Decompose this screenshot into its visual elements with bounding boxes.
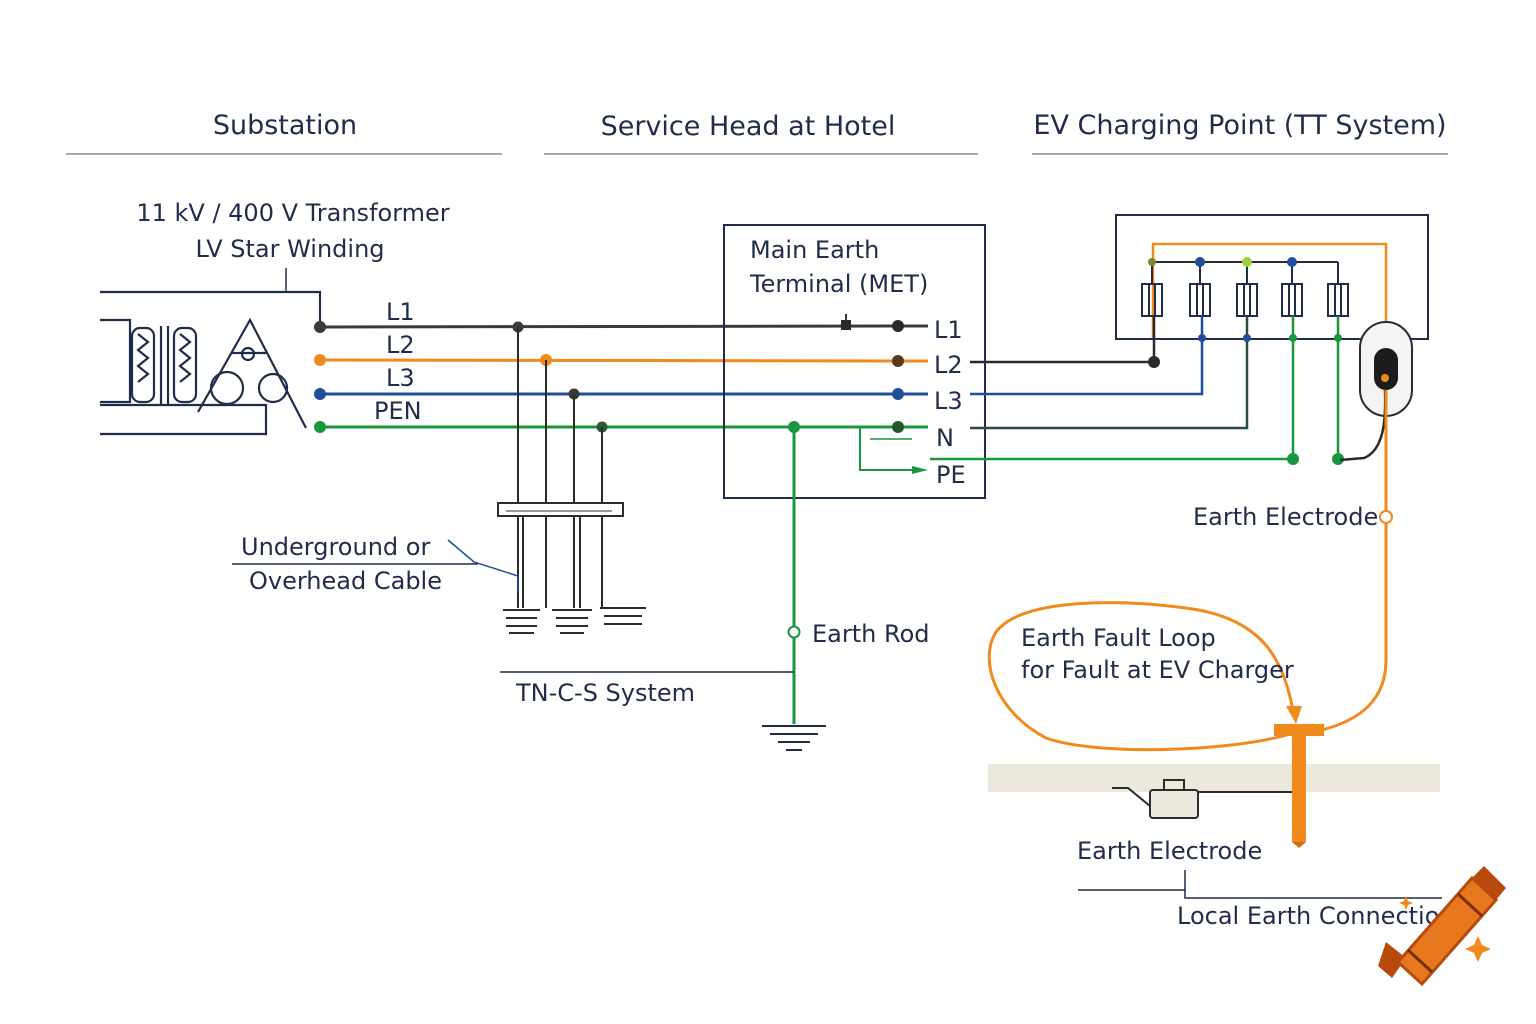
transformer-label: 11 kV / 400 V Transformer	[136, 199, 449, 227]
ev-internal-bus	[1151, 242, 1388, 372]
ev-earth-electrode-label: Earth Electrode	[1193, 503, 1378, 531]
pe-branch	[859, 427, 918, 471]
earth-rod-label: Earth Rod	[812, 620, 930, 648]
l3-label: L3	[386, 364, 415, 392]
fault-loop-label: Earth Fault Loop	[1021, 624, 1216, 652]
service-head-header: Service Head at Hotel	[601, 111, 896, 142]
met-label-2: Terminal (MET)	[749, 270, 928, 298]
crayon-icon	[1378, 866, 1506, 987]
met-l2-label: L2	[934, 351, 963, 379]
ev-earth-conductor	[1321, 390, 1388, 732]
ev-point-header: EV Charging Point (TT System)	[1033, 110, 1446, 141]
pen-label: PEN	[374, 397, 422, 425]
cable-earth-symbols	[503, 607, 646, 634]
cable-label-2: Overhead Cable	[249, 567, 442, 595]
l2-conductor	[319, 358, 899, 363]
met-label: Main Earth	[750, 236, 879, 264]
fault-loop-arrow	[1286, 706, 1302, 724]
local-earth-electrode	[1274, 724, 1324, 848]
cable-joint	[497, 502, 624, 517]
l1-label: L1	[386, 298, 415, 326]
l1-conductor	[319, 324, 899, 329]
ev-breakers	[1141, 262, 1349, 317]
ev-charger-socket	[1339, 321, 1413, 462]
substation-header: Substation	[213, 110, 357, 141]
local-earth-label: Local Earth Connectio	[1177, 902, 1439, 930]
conductor-labels: L1 L2 L3 PEN	[374, 298, 422, 425]
l1-marker	[841, 320, 851, 330]
ground-earth-electrode-label: Earth Electrode	[1077, 837, 1262, 865]
local-earth-rule	[1184, 870, 1442, 899]
met-n-label: N	[936, 424, 954, 452]
ground-surface	[988, 764, 1440, 792]
l2-label: L2	[386, 331, 415, 359]
ev-bus-nodes	[1148, 257, 1344, 465]
ev-distribution-box	[1115, 214, 1429, 340]
fault-loop-path	[987, 601, 1296, 752]
met-terminals: L1 L2 L3 N PE	[892, 316, 966, 489]
fault-loop-label-2: for Fault at EV Charger	[1021, 656, 1294, 684]
met-l3-label: L3	[934, 387, 963, 415]
star-winding-label: LV Star Winding	[195, 235, 384, 263]
pe-arrow	[912, 466, 928, 474]
cable-drops	[517, 327, 603, 503]
source-nodes	[314, 321, 608, 433]
cable-tails	[506, 510, 612, 608]
transformer-symbol	[100, 290, 322, 436]
system-label: TN-C-S System	[515, 679, 695, 707]
earth-rod	[762, 421, 826, 751]
met-l1-label: L1	[934, 316, 963, 344]
ev-electrode-node	[1379, 510, 1393, 524]
ev-feeds	[930, 338, 1294, 461]
supply-conductors	[319, 314, 928, 429]
cable-pointer	[447, 539, 519, 592]
inspection-pit	[1112, 779, 1292, 819]
met-pe-label: PE	[936, 461, 966, 489]
cable-label: Underground or	[241, 533, 430, 561]
